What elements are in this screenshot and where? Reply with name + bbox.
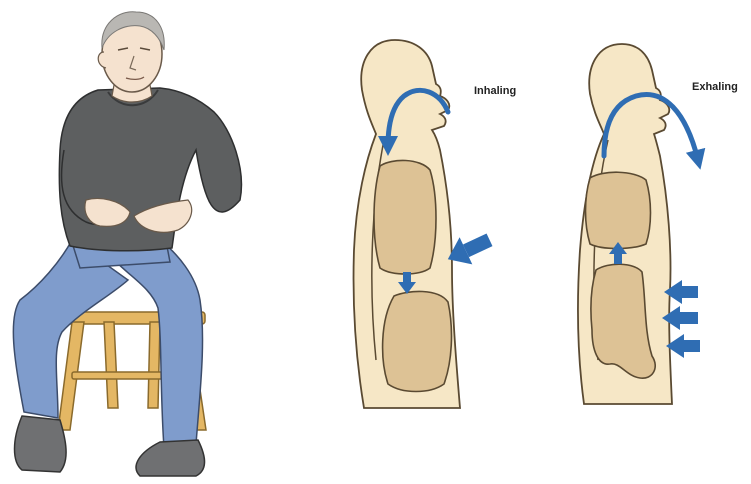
exhaling-lung [586,172,651,248]
inhaling-lung [374,160,436,274]
exhaling-label: Exhaling [692,81,738,93]
inhaling-abdomen [383,291,452,391]
left-shoe [15,416,67,472]
inhaling-label: Inhaling [474,85,516,97]
exhaling-arrow-3 [666,334,700,358]
inhaling-diagram: Inhaling [353,40,516,408]
exhaling-abdomen-arrows [662,280,700,358]
seated-man-figure [13,12,241,476]
exhaling-diagram: Exhaling [578,44,738,404]
right-shoe [136,440,204,476]
